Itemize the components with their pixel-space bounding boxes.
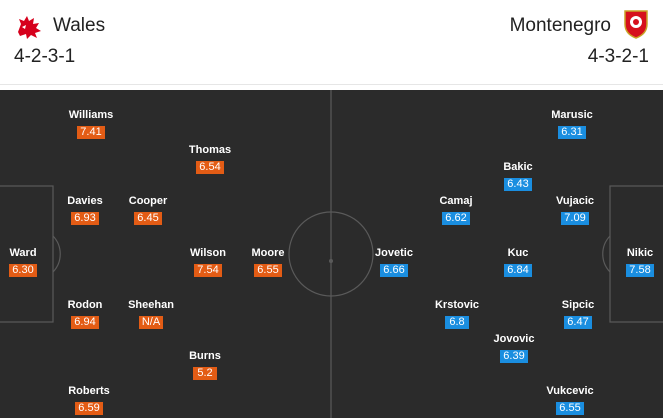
player-away-kuc[interactable]: Kuc 6.84 [488, 247, 548, 278]
player-away-krstovic[interactable]: Krstovic 6.8 [427, 299, 487, 330]
pitch: Ward 6.30 Williams 7.41 Davies 6.93 Rodon 6.… [0, 90, 663, 418]
shield-crest-icon [622, 8, 650, 40]
player-name: Burns [189, 350, 221, 362]
player-name: Vujacic [555, 195, 595, 207]
player-rating: 6.93 [71, 212, 99, 225]
player-rating: 6.54 [196, 161, 224, 174]
player-name: Jovetic [375, 247, 413, 259]
player-home-cooper[interactable]: Cooper 6.45 [118, 195, 178, 226]
player-away-vukcevic[interactable]: Vukcevic 6.55 [540, 385, 600, 416]
player-rating: 6.31 [558, 126, 586, 139]
player-rating: 6.94 [71, 316, 99, 329]
player-name: Vukcevic [546, 385, 594, 397]
player-away-sipcic[interactable]: Sipcic 6.47 [548, 299, 608, 330]
player-name: Bakic [503, 161, 533, 173]
player-name: Moore [251, 247, 285, 259]
player-name: Krstovic [434, 299, 480, 311]
player-name: Roberts [68, 385, 110, 397]
player-name: Rodon [67, 299, 103, 311]
player-home-rodon[interactable]: Rodon 6.94 [55, 299, 115, 330]
player-rating: 6.66 [380, 264, 408, 277]
home-formation: 4-2-3-1 [14, 46, 76, 67]
player-away-jovetic[interactable]: Jovetic 6.66 [364, 247, 424, 278]
player-away-camaj[interactable]: Camaj 6.62 [426, 195, 486, 226]
player-rating: 6.84 [504, 264, 532, 277]
player-rating: 6.45 [134, 212, 162, 225]
player-home-ward[interactable]: Ward 6.30 [0, 247, 53, 278]
player-rating: 6.43 [504, 178, 532, 191]
player-name: Sipcic [561, 299, 595, 311]
player-rating: 6.47 [564, 316, 592, 329]
player-away-nikic[interactable]: Nikic 7.58 [610, 247, 663, 278]
player-rating: 5.2 [193, 367, 217, 380]
player-name: Kuc [507, 247, 529, 259]
player-name: Jovovic [493, 333, 535, 345]
header-divider [0, 84, 663, 85]
player-rating: 7.09 [561, 212, 589, 225]
player-rating: 7.41 [77, 126, 105, 139]
player-name: Williams [68, 109, 114, 121]
player-rating: 6.39 [500, 350, 528, 363]
player-name: Marusic [551, 109, 593, 121]
player-rating: 6.55 [254, 264, 282, 277]
player-name: Nikic [626, 247, 654, 259]
away-team-name: Montenegro [509, 15, 611, 36]
player-away-vujacic[interactable]: Vujacic 7.09 [545, 195, 605, 226]
player-rating: 6.8 [445, 316, 469, 329]
player-name: Sheehan [128, 299, 174, 311]
player-home-williams[interactable]: Williams 7.41 [61, 109, 121, 140]
player-home-moore[interactable]: Moore 6.55 [238, 247, 298, 278]
player-home-thomas[interactable]: Thomas 6.54 [180, 144, 240, 175]
player-away-jovovic[interactable]: Jovovic 6.39 [484, 333, 544, 364]
player-name: Thomas [188, 144, 232, 156]
player-rating: 6.30 [9, 264, 37, 277]
away-formation: 4-3-2-1 [587, 46, 649, 67]
player-away-bakic[interactable]: Bakic 6.43 [488, 161, 548, 192]
player-rating: 6.55 [556, 402, 584, 415]
player-name: Ward [9, 247, 37, 259]
player-rating: 6.59 [75, 402, 103, 415]
player-rating: 6.62 [442, 212, 470, 225]
player-rating: N/A [138, 316, 164, 329]
player-away-marusic[interactable]: Marusic 6.31 [542, 109, 602, 140]
player-rating: 7.58 [626, 264, 654, 277]
player-name: Wilson [190, 247, 226, 259]
match-header: Wales 4-2-3-1 Montenegro 4-3-2-1 [0, 0, 663, 85]
player-home-roberts[interactable]: Roberts 6.59 [59, 385, 119, 416]
player-name: Camaj [439, 195, 473, 207]
player-name: Davies [67, 195, 103, 207]
dragon-crest-icon [14, 12, 44, 42]
home-team-name: Wales [53, 15, 106, 36]
pitch-lines [0, 90, 663, 418]
player-home-wilson[interactable]: Wilson 7.54 [178, 247, 238, 278]
player-rating: 7.54 [194, 264, 222, 277]
player-home-davies[interactable]: Davies 6.93 [55, 195, 115, 226]
player-name: Cooper [128, 195, 168, 207]
player-home-burns[interactable]: Burns 5.2 [175, 350, 235, 381]
